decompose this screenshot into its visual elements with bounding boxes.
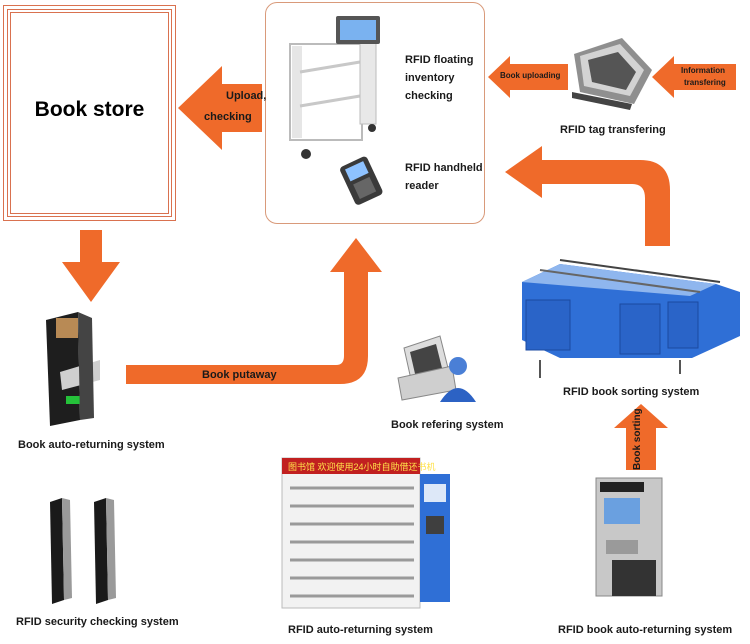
- arrow-book-uploading: [488, 56, 568, 98]
- cabinet-banner-text: 图书馆 欢迎使用24小时自助借还书机: [288, 462, 436, 472]
- handheld-reader-illustration: [340, 156, 383, 205]
- label-floating-inventory-2: inventory: [405, 72, 455, 84]
- arrow-info-transfering-line1: Information: [681, 66, 725, 75]
- label-book-auto-returning-right: RFID book auto-returning system: [558, 624, 733, 636]
- sorting-system-illustration: [522, 259, 740, 378]
- arrow-book-sorting-label: Book sorting: [632, 408, 643, 470]
- auto-returning-cabinet-illustration: [281, 457, 450, 609]
- trolley-illustration: [289, 16, 380, 159]
- arrow-book-sorting: [614, 404, 668, 470]
- arrow-book-putaway-label: Book putaway: [202, 369, 277, 381]
- label-handheld-reader-1: RFID handheld: [405, 162, 483, 174]
- inventory-group-box: [265, 2, 485, 224]
- label-auto-returning-center: RFID auto-returning system: [288, 624, 433, 636]
- label-handheld-reader-2: reader: [405, 180, 439, 192]
- arrow-book-putaway: [126, 238, 382, 384]
- book-refering-illustration: [397, 335, 476, 402]
- label-floating-inventory-3: checking: [405, 90, 453, 102]
- label-floating-inventory-1: RFID floating: [405, 54, 474, 66]
- arrow-information-transfering: [652, 56, 736, 98]
- label-tag-transfering: RFID tag transfering: [560, 124, 666, 136]
- label-book-sorting-system: RFID book sorting system: [563, 386, 700, 398]
- arrow-upload-label-line1: Upload,: [226, 90, 267, 102]
- arrow-upload-label-line2: checking: [204, 111, 252, 123]
- security-gate-illustration: [50, 498, 116, 604]
- arrow-store-down: [62, 230, 120, 302]
- arrow-book-uploading-label: Book uploading: [500, 71, 561, 80]
- book-store-box: Book store: [3, 5, 176, 221]
- label-security-checking: RFID security checking system: [16, 616, 179, 628]
- book-store-title: Book store: [34, 98, 145, 121]
- label-auto-returning-left: Book auto-returning system: [18, 439, 165, 451]
- left-kiosk-illustration: [46, 312, 100, 426]
- tag-reader-illustration: [572, 38, 652, 110]
- arrow-upload-checking: [178, 66, 262, 150]
- arrow-sorting-to-inventory: [505, 146, 670, 246]
- label-book-refering: Book refering system: [391, 419, 504, 431]
- right-kiosk-illustration: [595, 477, 663, 597]
- arrow-info-transfering-line2: transfering: [684, 78, 726, 87]
